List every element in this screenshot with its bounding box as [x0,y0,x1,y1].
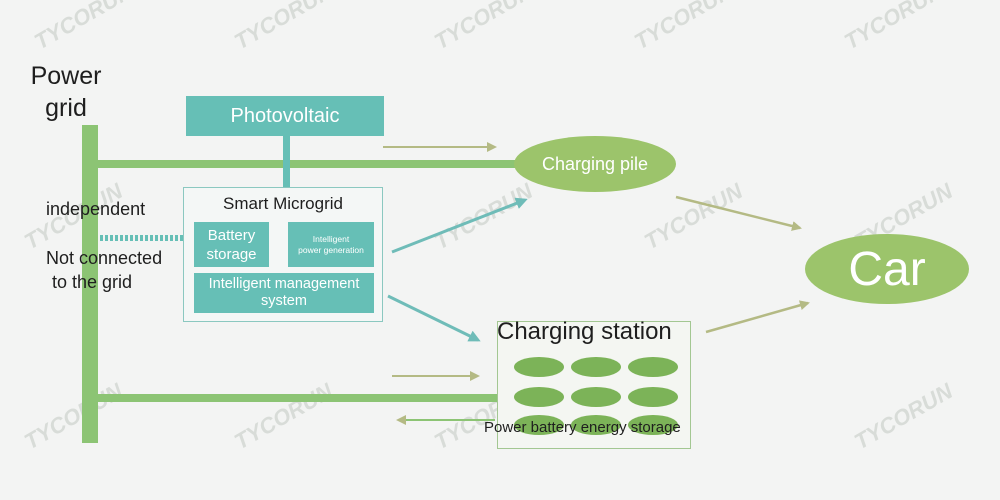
battery-cell [514,415,564,435]
power-grid-label: Power grid [26,60,106,124]
power-grid-line2: grid [45,94,87,122]
battery-cell [571,387,621,407]
power-generation-line1: Intelligent [312,233,350,244]
watermark-text: TYCORUN [230,378,338,455]
photovoltaic-label: Photovoltaic [230,104,340,127]
watermark-text: TYCORUN [230,0,338,54]
charging-pile-label: Charging pile [541,153,649,174]
watermark-text: TYCORUN [840,0,948,54]
battery-cell [628,415,678,435]
grid-to-pile-line [96,160,516,168]
pv-connector-line [283,136,290,188]
battery-cell [571,415,621,435]
not-connected-label-line2: to the grid [52,272,133,292]
arrow-microgrid-to-pile [391,197,528,254]
smart-microgrid-title: Smart Microgrid [223,194,343,213]
charging-station-title: Charging station [497,318,672,345]
battery-cell [628,387,678,407]
battery-cell [514,387,564,407]
arrow-microgrid-to-station [387,294,481,342]
power-grid-bus [82,125,98,443]
independent-label: independent [46,199,146,219]
watermark-text: TYCORUN [640,178,748,255]
management-system-line1: Intelligent management [208,276,360,292]
watermark-text: TYCORUN [30,0,138,54]
watermarks: TYCORUN TYCORUN TYCORUN TYCORUN TYCORUN … [20,0,958,454]
battery-storage-line1: Battery [207,226,256,244]
photovoltaic-box: Photovoltaic [186,96,384,136]
smart-microgrid-box: Smart Microgrid Battery storage Intellig… [183,187,383,322]
management-system-box: Intelligent management system [194,273,374,313]
car-node: Car [805,234,969,304]
watermark-text: TYCORUN [630,0,738,54]
power-generation-box: Intelligent power generation [288,222,374,267]
watermark-text: TYCORUN [850,378,958,455]
arrow-pile-to-car [675,195,802,231]
not-connected-label-line1: Not connected [46,248,163,268]
battery-storage-label: Power battery energy storage [484,419,681,436]
charging-pile-node: Charging pile [514,136,676,192]
power-grid-line1: Power [30,62,102,90]
battery-cell [514,357,564,377]
management-system-line2: system [261,293,307,309]
charging-station-box [497,321,691,449]
car-label: Car [848,242,926,296]
grid-to-station-line [96,394,498,402]
battery-storage-box: Battery storage [194,222,269,267]
battery-cell [628,357,678,377]
battery-cell [571,357,621,377]
watermark-text: TYCORUN [430,0,538,54]
watermark-text: TYCORUN [20,378,128,455]
battery-storage-line2: storage [206,245,257,263]
power-generation-line2: power generation [298,244,364,255]
arrow-station-to-car [705,300,810,334]
